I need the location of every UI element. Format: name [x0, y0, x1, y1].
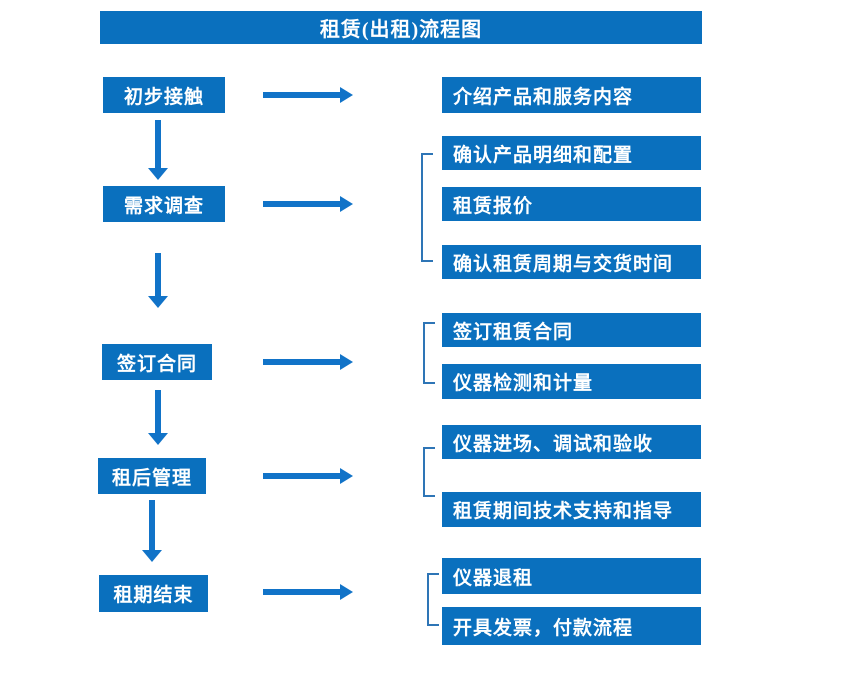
step-box-lease-end: 租期结束	[99, 575, 208, 612]
group-bracket-lease-end	[427, 573, 439, 626]
detail-box-instrument-check: 仪器检测和计量	[442, 364, 701, 399]
step-box-sign-contract: 签订合同	[102, 344, 212, 380]
right-arrow-2	[263, 201, 340, 207]
right-arrow-5	[263, 589, 340, 595]
diagram-title-bar: 租赁(出租)流程图	[100, 11, 702, 44]
group-bracket-demand-survey	[421, 153, 433, 262]
detail-box-invoice-payment: 开具发票，付款流程	[442, 607, 701, 645]
right-arrow-1	[263, 92, 340, 98]
down-arrow-2	[155, 253, 161, 296]
detail-box-instrument-entry: 仪器进场、调试和验收	[442, 425, 701, 459]
detail-box-rental-quote: 租赁报价	[442, 187, 701, 221]
group-bracket-post-rental-mgmt	[423, 447, 435, 497]
detail-box-confirm-config: 确认产品明细和配置	[442, 136, 701, 170]
detail-box-return-instrument: 仪器退租	[442, 558, 701, 594]
down-arrow-3	[155, 390, 161, 433]
right-arrow-4	[263, 473, 340, 479]
group-bracket-sign-contract	[423, 322, 435, 384]
detail-box-confirm-period: 确认租赁周期与交货时间	[442, 245, 701, 279]
down-arrow-1	[155, 120, 161, 168]
diagram-title: 租赁(出租)流程图	[319, 19, 483, 41]
step-box-post-rental-mgmt: 租后管理	[98, 458, 206, 494]
right-arrow-3	[263, 359, 340, 365]
detail-box-intro-products: 介绍产品和服务内容	[442, 77, 701, 113]
detail-box-tech-support: 租赁期间技术支持和指导	[442, 492, 701, 527]
down-arrow-4	[149, 500, 155, 550]
step-box-demand-survey: 需求调查	[103, 186, 225, 222]
step-box-initial-contact: 初步接触	[103, 77, 225, 113]
detail-box-sign-lease: 签订租赁合同	[442, 313, 701, 347]
